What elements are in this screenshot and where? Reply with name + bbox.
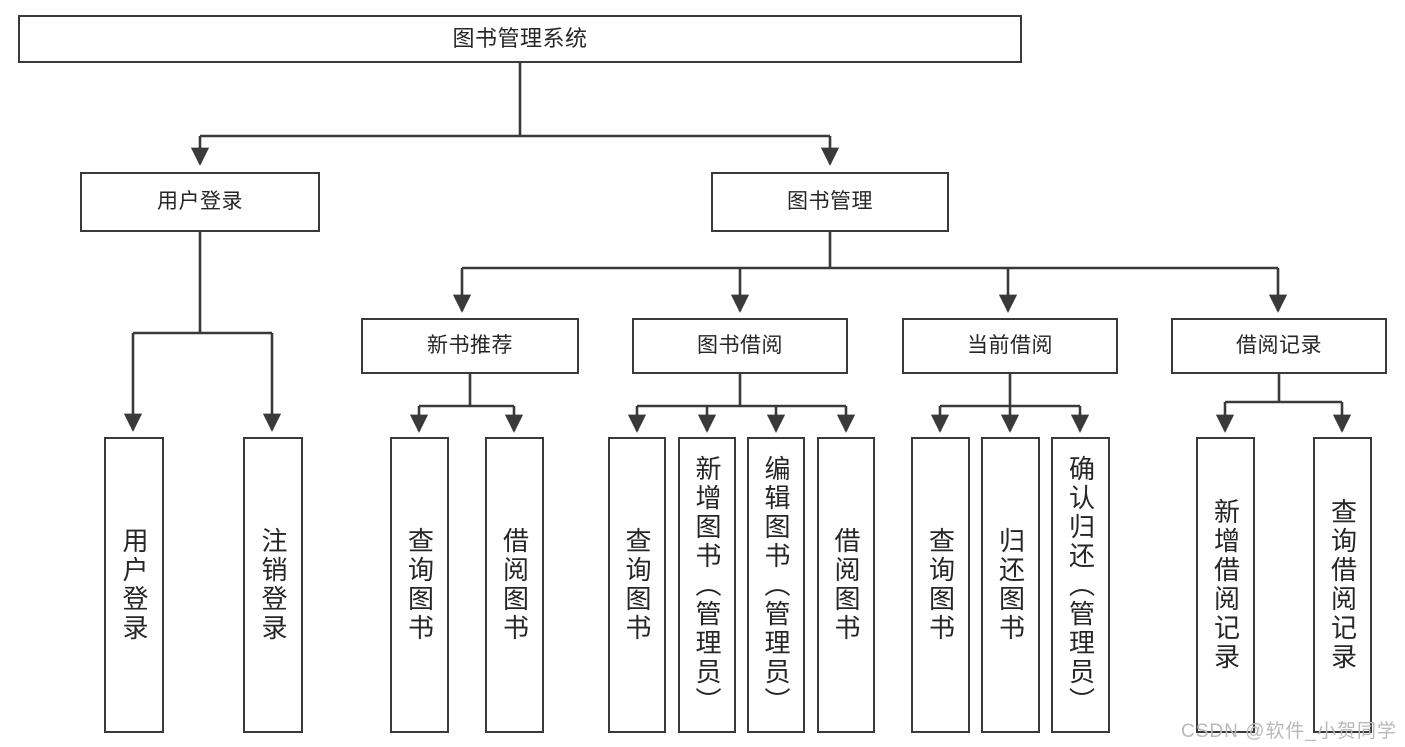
- node-leaf-return-book[interactable]: 归还图书: [981, 437, 1040, 733]
- node-leaf-add-borrow-record[interactable]: 新增借阅记录: [1196, 437, 1255, 733]
- node-root-library-system[interactable]: 图书管理系统: [18, 15, 1022, 63]
- node-label: 查询借阅记录: [1327, 498, 1358, 672]
- node-label: 新书推荐: [427, 334, 513, 358]
- node-label: 查询图书: [925, 527, 956, 643]
- node-label: 图书借阅: [697, 334, 783, 358]
- node-book-borrowing[interactable]: 图书借阅: [632, 318, 848, 374]
- node-label: 当前借阅: [967, 334, 1053, 358]
- node-label: 编辑图书（管理员）: [761, 454, 791, 716]
- node-label: 图书管理系统: [452, 25, 588, 51]
- node-label: 确认归还（管理员）: [1065, 454, 1096, 716]
- node-label: 借阅图书: [831, 527, 861, 643]
- node-borrowing-records[interactable]: 借阅记录: [1171, 318, 1387, 374]
- node-leaf-query-borrow-record[interactable]: 查询借阅记录: [1313, 437, 1372, 733]
- node-label: 图书管理: [787, 190, 873, 214]
- node-label: 新增图书（管理员）: [692, 454, 722, 716]
- node-leaf-query-books-new[interactable]: 查询图书: [390, 437, 449, 733]
- node-label: 查询图书: [404, 527, 435, 643]
- node-label: 用户登录: [157, 190, 243, 214]
- node-leaf-user-logout[interactable]: 注销登录: [243, 437, 303, 733]
- node-current-borrowing[interactable]: 当前借阅: [902, 318, 1118, 374]
- node-user-login[interactable]: 用户登录: [80, 172, 320, 232]
- node-leaf-edit-book-admin[interactable]: 编辑图书（管理员）: [747, 437, 805, 733]
- node-label: 归还图书: [995, 527, 1026, 643]
- node-leaf-user-login[interactable]: 用户登录: [104, 437, 164, 733]
- node-label: 注销登录: [258, 527, 288, 643]
- node-leaf-add-book-admin[interactable]: 新增图书（管理员）: [678, 437, 736, 733]
- node-label: 借阅记录: [1236, 334, 1322, 358]
- node-label: 新增借阅记录: [1210, 498, 1241, 672]
- node-book-management[interactable]: 图书管理: [711, 172, 949, 232]
- node-leaf-confirm-return-admin[interactable]: 确认归还（管理员）: [1051, 437, 1110, 733]
- node-leaf-lend-book[interactable]: 借阅图书: [817, 437, 875, 733]
- watermark: CSDN @软件_小贺同学: [1181, 721, 1397, 742]
- node-leaf-query-books-borrow[interactable]: 查询图书: [608, 437, 666, 733]
- node-leaf-query-books-current[interactable]: 查询图书: [911, 437, 970, 733]
- node-label: 用户登录: [119, 527, 149, 643]
- node-leaf-borrow-books-new[interactable]: 借阅图书: [485, 437, 544, 733]
- node-new-book-recommendation[interactable]: 新书推荐: [361, 318, 579, 374]
- node-label: 查询图书: [622, 527, 652, 643]
- node-label: 借阅图书: [499, 527, 530, 643]
